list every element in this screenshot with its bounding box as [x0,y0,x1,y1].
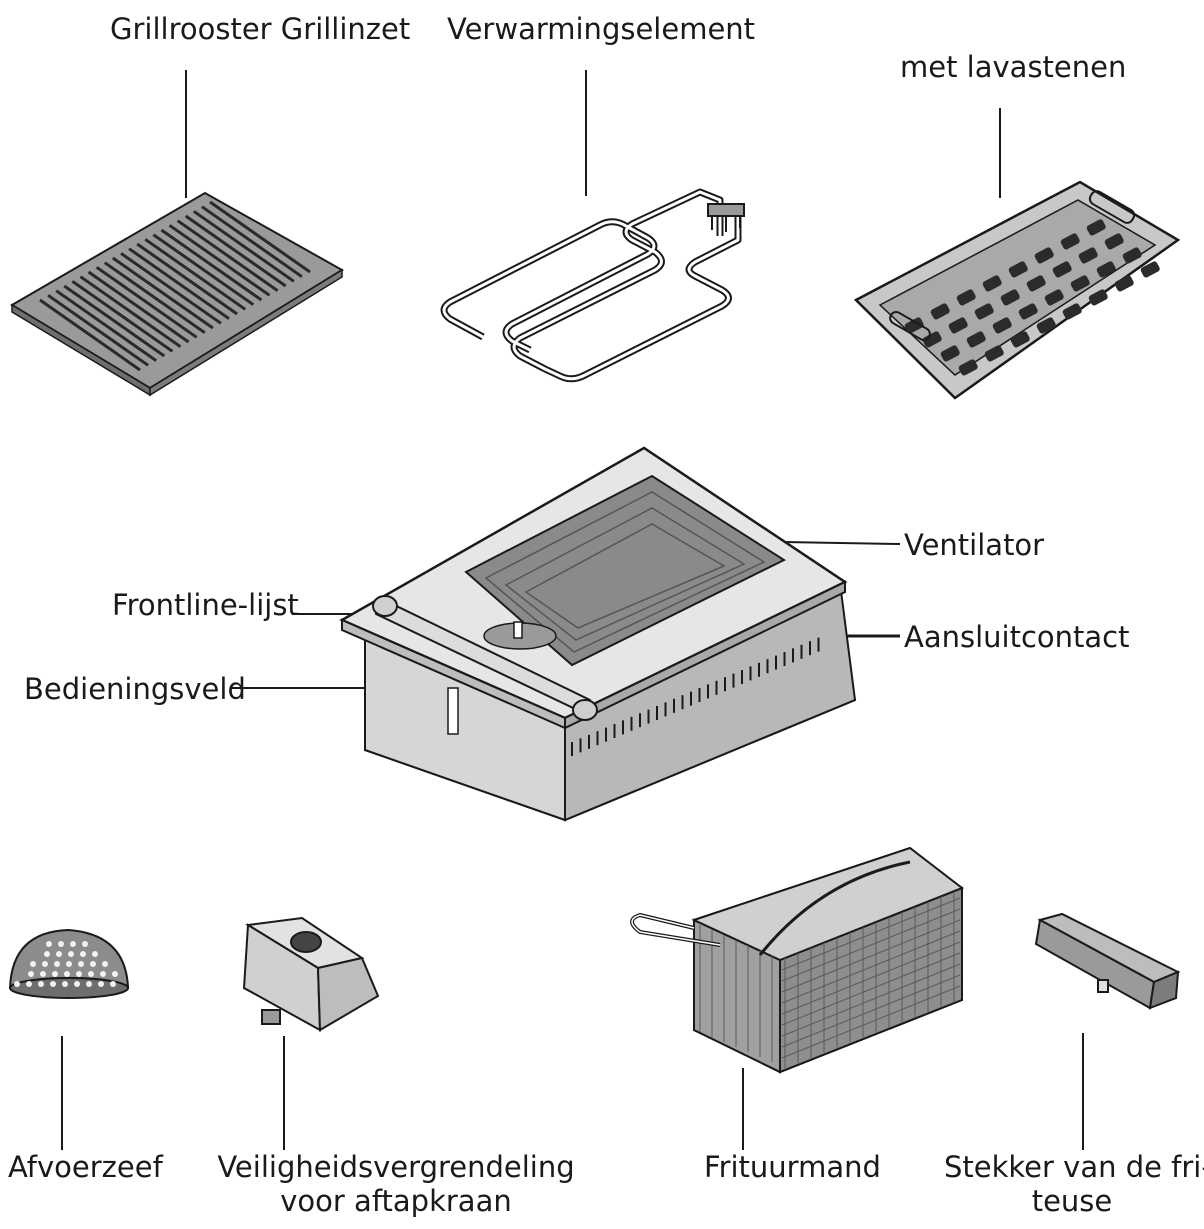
label-plug: Stekker van de fri- teuse [944,1150,1204,1218]
heating-element-inner [442,190,740,381]
label-plug-line1: Stekker van de fri- [944,1150,1204,1184]
label-plug-line2: teuse [1031,1184,1113,1218]
label-lock: Veiligheidsvergrendeling voor aftapkraan [216,1150,576,1218]
lava-stone-tray-icon [853,180,1181,400]
safety-lock-icon [242,916,380,1032]
label-strainer: Afvoerzeef [8,1150,163,1184]
grill-grate-icon [10,191,344,397]
label-heating: Verwarmingselement [447,12,756,46]
label-lava: met lavastenen [900,50,1127,84]
drain-strainer-icon [8,928,130,999]
label-frontline: Frontline-lijst [112,588,299,622]
label-contact: Aansluitcontact [904,620,1130,654]
label-ventilator: Ventilator [904,528,1045,562]
fryer-unit-icon [339,446,857,822]
label-panel: Bedieningsveld [24,672,246,706]
fryer-basket-icon [630,846,965,1074]
heating-element-terminal [707,203,745,232]
label-grill: Grillrooster Grillinzet [110,12,411,46]
label-lock-line2: voor aftapkraan [280,1184,512,1218]
fryer-plug-icon [1034,912,1181,1010]
label-lock-line1: Veiligheidsvergrendeling [217,1150,575,1184]
heating-element-icon [440,188,742,383]
label-basket: Frituurmand [704,1150,881,1184]
